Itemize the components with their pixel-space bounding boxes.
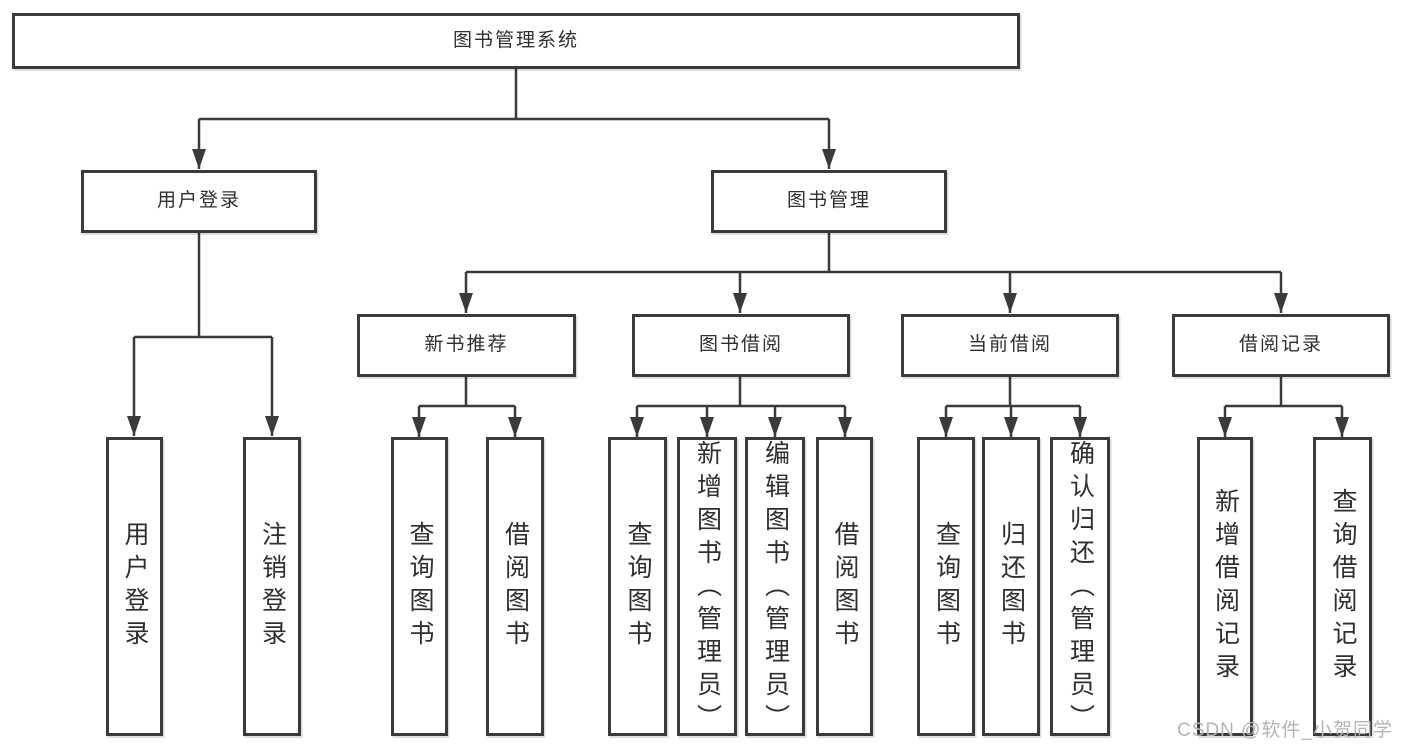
leaf-borrow-query-label: 查询图书 xyxy=(624,520,652,653)
leaf-records-add-label: 新增借阅记录 xyxy=(1211,487,1240,686)
node-root-label: 图书管理系统 xyxy=(452,29,579,51)
connector-user-login-to-leaves xyxy=(134,233,272,339)
leaf-borrow-borrow-label: 借阅图书 xyxy=(831,520,859,653)
leaf-newbook-borrow: 借阅图书 xyxy=(486,437,544,736)
leaf-borrow-borrow: 借阅图书 xyxy=(816,437,873,736)
leaf-borrow-edit-admin: 编辑图书（管理员） xyxy=(745,437,805,737)
leaf-user-login: 用户登录 xyxy=(106,437,163,736)
leaf-current-confirm-admin-label: 确认归还（管理员） xyxy=(1066,440,1095,737)
node-book-management: 图书管理 xyxy=(711,170,947,233)
leaf-borrow-edit-admin-label: 编辑图书（管理员） xyxy=(761,440,790,737)
leaf-records-add: 新增借阅记录 xyxy=(1197,437,1253,736)
leaf-current-return: 归还图书 xyxy=(982,437,1040,736)
node-root: 图书管理系统 xyxy=(12,13,1020,69)
node-borrow-records-label: 借阅记录 xyxy=(1238,334,1323,356)
leaf-logout-label: 注销登录 xyxy=(258,520,287,653)
node-book-borrow: 图书借阅 xyxy=(632,314,850,377)
leaf-current-query-label: 查询图书 xyxy=(932,520,961,653)
node-new-book-recommend-label: 新书推荐 xyxy=(424,334,509,356)
node-new-book-recommend: 新书推荐 xyxy=(357,314,576,377)
connector-book-management-to-level3 xyxy=(466,233,1281,274)
connector-new-book-to-leaves xyxy=(419,377,515,408)
leaf-records-query: 查询借阅记录 xyxy=(1313,437,1372,736)
connector-current-borrow-to-leaves xyxy=(946,377,1080,408)
connector-root-to-level2 xyxy=(199,69,829,121)
leaf-current-query: 查询图书 xyxy=(917,437,975,736)
csdn-watermark: CSDN @软件_小贺同学 xyxy=(1177,720,1393,741)
node-book-borrow-label: 图书借阅 xyxy=(698,334,783,356)
leaf-borrow-add-admin-label: 新增图书（管理员） xyxy=(693,440,722,737)
leaf-current-return-label: 归还图书 xyxy=(997,520,1026,653)
leaf-borrow-add-admin: 新增图书（管理员） xyxy=(677,437,737,737)
leaf-newbook-query-label: 查询图书 xyxy=(406,520,434,653)
leaf-user-login-label: 用户登录 xyxy=(121,520,149,653)
leaf-newbook-query: 查询图书 xyxy=(391,437,448,736)
node-user-login-label: 用户登录 xyxy=(156,190,241,212)
leaf-borrow-query: 查询图书 xyxy=(608,437,667,736)
node-current-borrow-label: 当前借阅 xyxy=(967,334,1052,356)
leaf-records-query-label: 查询借阅记录 xyxy=(1329,487,1357,686)
leaf-current-confirm-admin: 确认归还（管理员） xyxy=(1050,437,1110,737)
connector-book-borrow-to-leaves xyxy=(637,377,845,408)
node-user-login: 用户登录 xyxy=(81,170,317,233)
node-borrow-records: 借阅记录 xyxy=(1172,314,1390,377)
node-book-management-label: 图书管理 xyxy=(786,190,871,212)
node-current-borrow: 当前借阅 xyxy=(901,314,1119,377)
connector-borrow-records-to-leaves xyxy=(1225,377,1342,408)
leaf-logout: 注销登录 xyxy=(243,437,301,736)
leaf-newbook-borrow-label: 借阅图书 xyxy=(501,520,530,653)
